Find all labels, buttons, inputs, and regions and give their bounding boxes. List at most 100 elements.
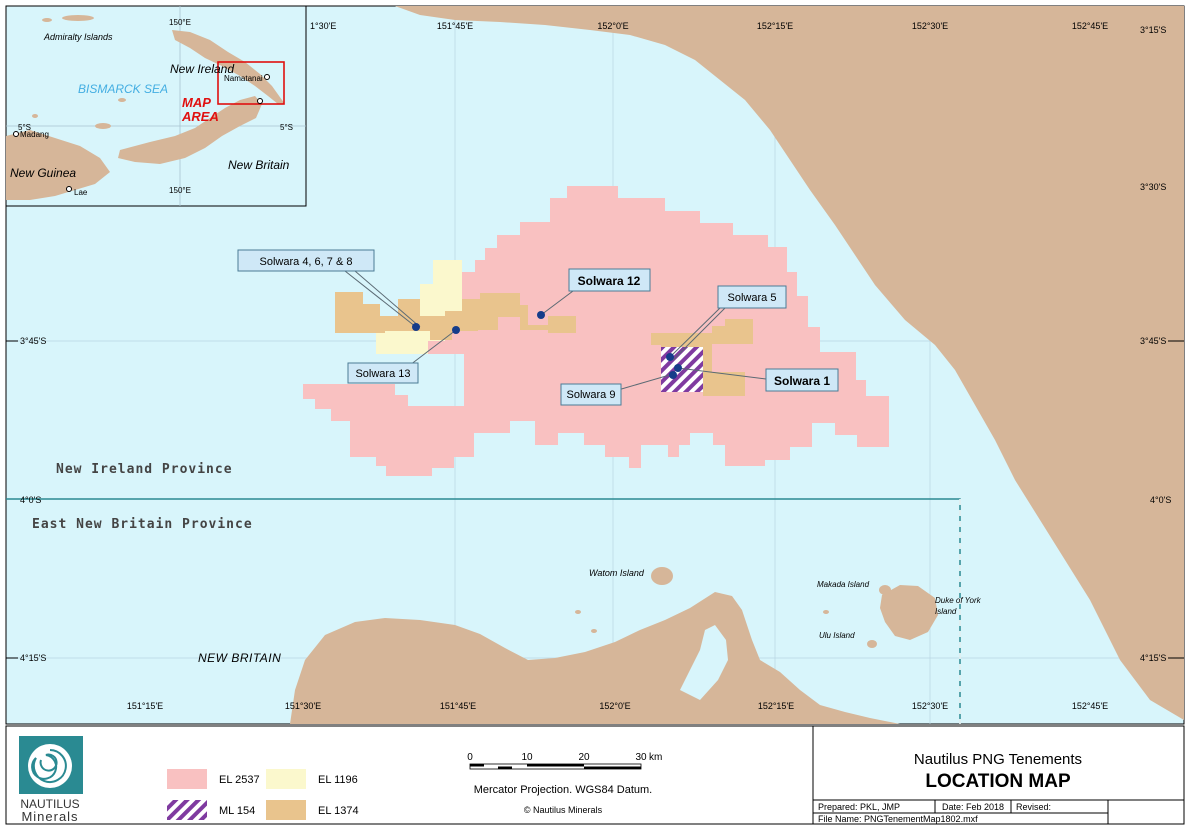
new-britain-landmass bbox=[290, 592, 900, 724]
lat-label-right: 3°45'S bbox=[1140, 336, 1166, 346]
callout-solwara-1[interactable]: Solwara 1 bbox=[765, 368, 839, 392]
watom-island-label: Watom Island bbox=[589, 568, 645, 578]
inset-lat-left: 5°S bbox=[18, 123, 31, 132]
small-island-2 bbox=[591, 629, 597, 633]
callout-text: Solwara 13 bbox=[355, 368, 410, 380]
legend-swatch-el-1196 bbox=[266, 769, 306, 789]
callout-text: Solwara 9 bbox=[567, 389, 616, 401]
projection-text: Mercator Projection. WGS84 Datum. bbox=[474, 784, 653, 796]
el-1374-west-area bbox=[335, 292, 576, 340]
ulu-island-label: Ulu Island bbox=[819, 631, 855, 640]
ulu-island-shape bbox=[867, 640, 877, 648]
scale-tick: 30 bbox=[635, 752, 647, 763]
callout-solwara-9[interactable]: Solwara 9 bbox=[560, 383, 622, 406]
lon-label-bottom: 151°30'E bbox=[285, 701, 321, 711]
lon-label-top: 152°15'E bbox=[757, 21, 793, 31]
duke-of-york-island-shape bbox=[880, 585, 938, 640]
lon-label-top: 152°30'E bbox=[912, 21, 948, 31]
site-marker-solwara-12 bbox=[537, 311, 545, 319]
callout-solwara-13[interactable]: Solwara 13 bbox=[347, 362, 419, 384]
inset-map-area-label-1: MAP bbox=[182, 95, 211, 110]
revised-text: Revised: bbox=[1016, 802, 1051, 812]
duke-of-york-label: Duke of York bbox=[935, 596, 982, 605]
inset-lon-bottom: 150°E bbox=[169, 186, 191, 195]
inset-lat-right: 5°S bbox=[280, 123, 293, 132]
lon-label-bottom: 151°15'E bbox=[127, 701, 163, 711]
makada-island-shape bbox=[879, 585, 891, 595]
inset-bismarck-label: BISMARCK SEA bbox=[78, 82, 168, 96]
ml-154-area bbox=[661, 347, 703, 392]
lon-label-bottom: 152°45'E bbox=[1072, 701, 1108, 711]
inset-lon-top: 150°E bbox=[169, 18, 191, 27]
scale-unit: km bbox=[649, 752, 662, 763]
top-longitude-labels: 1°30'E 151°45'E 152°0'E 152°15'E 152°30'… bbox=[310, 21, 1108, 31]
inset-map: Admiralty Islands 150°E New Ireland Nama… bbox=[5, 5, 307, 207]
nautilus-logo: NAUTILUS Minerals bbox=[19, 736, 83, 824]
footer: NAUTILUS Minerals EL 2537 EL 1196 ML 154… bbox=[5, 725, 1185, 825]
callout-text: Solwara 12 bbox=[578, 274, 641, 288]
inset-namatanai-label: Namatanai bbox=[224, 74, 263, 83]
legend-label: ML 154 bbox=[219, 805, 255, 817]
date-text: Date: Feb 2018 bbox=[942, 802, 1004, 812]
site-marker-solwara-1 bbox=[674, 364, 682, 372]
right-latitude-labels: 3°15'S 3°30'S 3°45'S 4°0'S 4°15'S bbox=[1140, 25, 1184, 663]
inset-madang-label: Madang bbox=[20, 130, 49, 139]
site-marker-solwara-13 bbox=[452, 326, 460, 334]
inset-map-area-label-2: AREA bbox=[181, 109, 219, 124]
callout-text: Solwara 5 bbox=[728, 292, 777, 304]
legend-swatch-el-1374 bbox=[266, 800, 306, 820]
lat-label-right: 4°15'S bbox=[1140, 653, 1166, 663]
inset-new-ireland-label: New Ireland bbox=[170, 62, 234, 76]
legend: EL 2537 EL 1196 ML 154 EL 1374 bbox=[167, 769, 359, 820]
lat-label-left: 4°15'S bbox=[20, 653, 46, 663]
inset-new-britain-label: New Britain bbox=[228, 158, 290, 172]
lon-label-bottom: 151°45'E bbox=[440, 701, 476, 711]
callout-solwara-12[interactable]: Solwara 12 bbox=[568, 268, 651, 292]
logo-line1: NAUTILUS bbox=[20, 797, 79, 811]
watom-island-shape bbox=[651, 567, 673, 585]
duke-of-york-label-2: Island bbox=[935, 607, 957, 616]
callout-text: Solwara 4, 6, 7 & 8 bbox=[260, 256, 353, 268]
bottom-longitude-labels: 151°15'E 151°30'E 151°45'E 152°0'E 152°1… bbox=[127, 701, 1108, 711]
province-label-south: East New Britain Province bbox=[32, 517, 253, 532]
scale-bar: 0 10 20 30 km Mercator Projection. WGS84… bbox=[467, 752, 662, 815]
small-island-3 bbox=[823, 610, 829, 614]
title-block: Nautilus PNG Tenements LOCATION MAP Prep… bbox=[812, 725, 1185, 825]
map-area-box bbox=[217, 61, 285, 105]
lon-label-top: 151°45'E bbox=[437, 21, 473, 31]
lat-label-right: 4°0'S bbox=[1150, 495, 1171, 505]
site-marker-solwara-4678 bbox=[412, 323, 420, 331]
callout-solwara-5[interactable]: Solwara 5 bbox=[717, 285, 787, 309]
callout-lines bbox=[344, 270, 767, 391]
new-ireland-landmass bbox=[395, 6, 1184, 720]
lon-label-bottom: 152°30'E bbox=[912, 701, 948, 711]
legend-label: EL 1374 bbox=[318, 805, 359, 817]
new-britain-inlet bbox=[680, 625, 728, 700]
copyright-text: © Nautilus Minerals bbox=[524, 805, 603, 815]
lat-label-left: 3°45'S bbox=[20, 336, 46, 346]
callout-solwara-4678[interactable]: Solwara 4, 6, 7 & 8 bbox=[237, 249, 375, 272]
legend-swatch-ml-154 bbox=[167, 800, 207, 820]
site-marker-solwara-9 bbox=[669, 371, 677, 379]
inset-new-guinea-label: New Guinea bbox=[10, 166, 76, 180]
lat-label-right: 3°15'S bbox=[1140, 25, 1166, 35]
inset-admiralty-label: Admiralty Islands bbox=[43, 32, 113, 42]
new-britain-label: NEW BRITAIN bbox=[198, 651, 281, 665]
file-name-text: File Name: PNGTenementMap1802.mxf bbox=[818, 814, 978, 824]
lon-label-bottom: 152°15'E bbox=[758, 701, 794, 711]
left-latitude-labels: 3°45'S 4°0'S 4°15'S bbox=[6, 336, 46, 663]
makada-island-label: Makada Island bbox=[817, 580, 870, 589]
scale-tick: 20 bbox=[578, 752, 590, 763]
lon-label-top: 152°45'E bbox=[1072, 21, 1108, 31]
province-label-north: New Ireland Province bbox=[56, 462, 233, 477]
title-line1: Nautilus PNG Tenements bbox=[914, 751, 1082, 768]
small-island-1 bbox=[575, 610, 581, 614]
legend-label: EL 1196 bbox=[318, 774, 358, 786]
site-marker-solwara-5 bbox=[666, 353, 674, 361]
title-line2: LOCATION MAP bbox=[925, 771, 1071, 792]
lat-label-left: 4°0'S bbox=[20, 495, 41, 505]
lat-label-right: 3°30'S bbox=[1140, 182, 1166, 192]
legend-swatch-el-2537 bbox=[167, 769, 207, 789]
